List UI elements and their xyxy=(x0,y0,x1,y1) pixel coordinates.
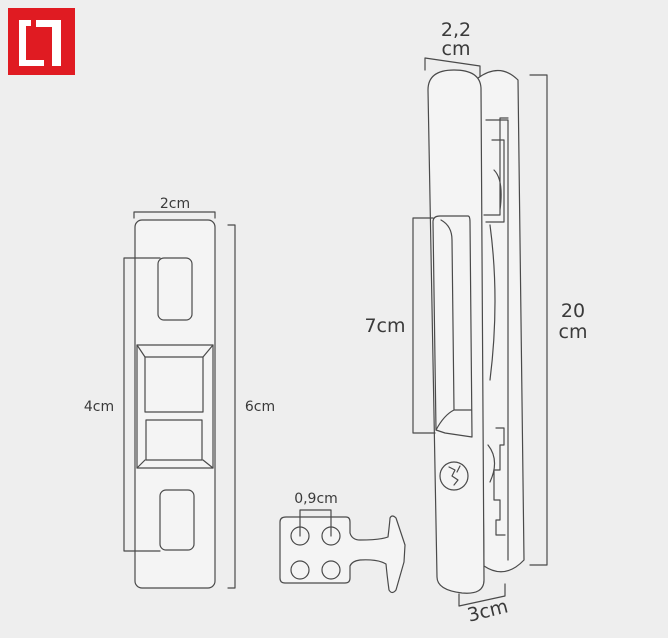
grip-height-dimension: 7cm xyxy=(364,217,436,434)
plate-height-label: 6cm xyxy=(245,399,275,415)
handle-height-value: 20 xyxy=(561,300,585,322)
hole-spacing-label: 0,9cm xyxy=(294,491,338,507)
plate-inner-height-dimension: 4cm xyxy=(84,257,161,552)
sliding-handle xyxy=(427,69,525,594)
plate-width-label: 2cm xyxy=(160,196,190,212)
plate-inner-height-label: 4cm xyxy=(84,399,114,415)
latch-keeper xyxy=(279,515,406,594)
grip-height-label: 7cm xyxy=(364,315,405,337)
strike-plate xyxy=(134,219,216,589)
plate-width-dimension: 2cm xyxy=(133,196,216,219)
plate-height-dimension: 6cm xyxy=(227,224,275,589)
handle-height-unit: cm xyxy=(559,321,588,343)
handle-height-dimension: 20 cm xyxy=(529,74,588,566)
hole-spacing-dimension: 0,9cm xyxy=(294,491,338,537)
handle-depth-label: 3cm xyxy=(465,595,510,626)
handle-width-value: 2,2 xyxy=(441,19,471,41)
handle-width-unit: cm xyxy=(442,38,471,60)
handle-width-dimension: 2,2 cm xyxy=(424,19,481,77)
brand-logo xyxy=(8,8,75,75)
